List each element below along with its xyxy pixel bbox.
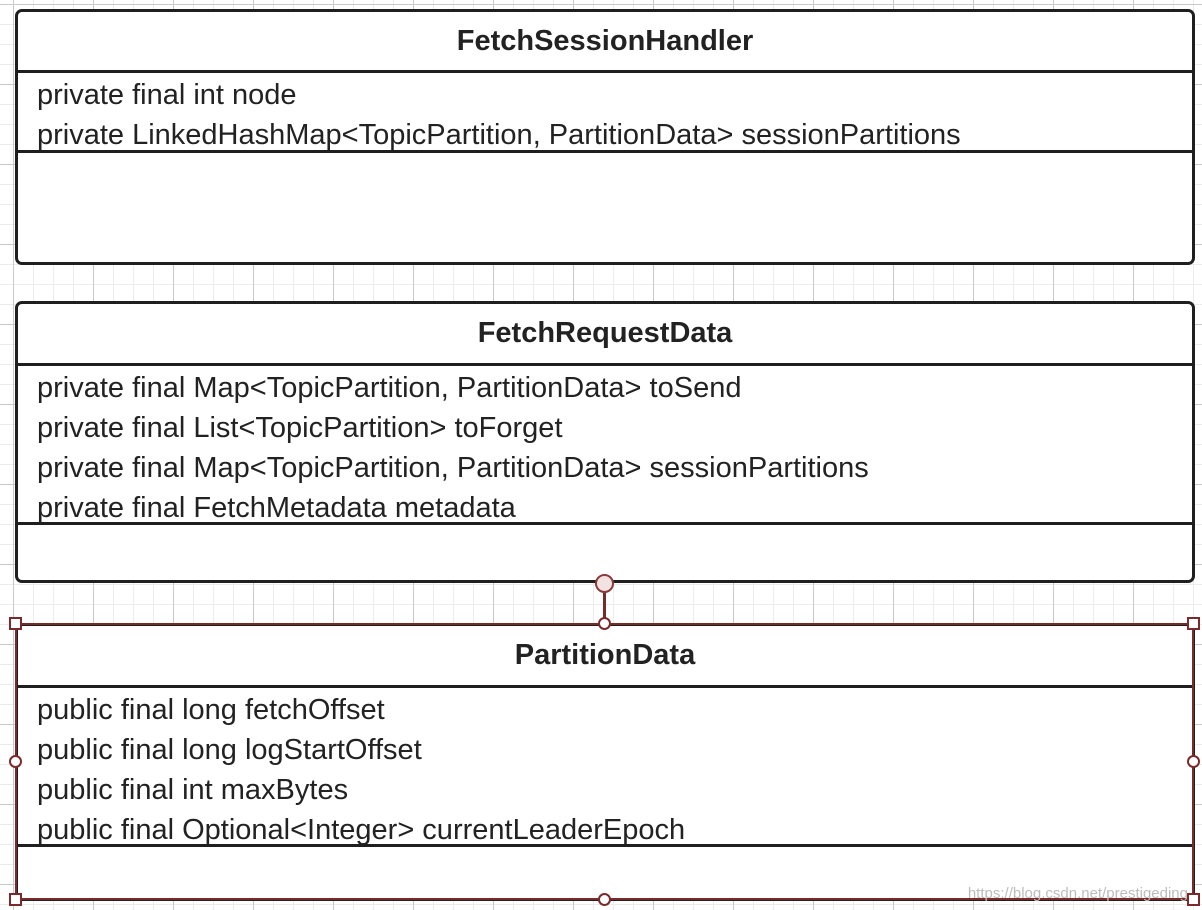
resize-handle-bottom-left[interactable]	[9, 893, 22, 906]
resize-handle-top[interactable]	[598, 617, 611, 630]
attribute: public final long fetchOffset	[37, 694, 385, 726]
attribute: private final Map<TopicPartition, Partit…	[37, 372, 742, 404]
attribute-compartment: private final int node private LinkedHas…	[18, 73, 1192, 153]
class-title: PartitionData	[18, 626, 1192, 688]
connector-anchor-handle[interactable]	[595, 574, 614, 593]
resize-handle-top-left[interactable]	[9, 617, 22, 630]
resize-handle-left[interactable]	[9, 755, 22, 768]
attribute: public final int maxBytes	[37, 774, 349, 806]
class-partition-data[interactable]: PartitionData public final long fetchOff…	[15, 623, 1195, 901]
class-fetch-session-handler[interactable]: FetchSessionHandler private final int no…	[15, 9, 1195, 265]
attribute: private final int node	[37, 79, 297, 111]
attribute-compartment: public final long fetchOffset public fin…	[18, 688, 1192, 847]
attribute: private LinkedHashMap<TopicPartition, Pa…	[37, 119, 961, 151]
attribute: private final Map<TopicPartition, Partit…	[37, 452, 869, 484]
class-title: FetchRequestData	[18, 304, 1192, 366]
attribute: private final List<TopicPartition> toFor…	[37, 412, 563, 444]
resize-handle-top-right[interactable]	[1187, 617, 1200, 630]
attribute: public final Optional<Integer> currentLe…	[37, 814, 686, 846]
attribute: private final FetchMetadata metadata	[37, 492, 516, 524]
attribute: public final long logStartOffset	[37, 734, 422, 766]
resize-handle-bottom[interactable]	[598, 893, 611, 906]
resize-handle-right[interactable]	[1187, 755, 1200, 768]
class-title: FetchSessionHandler	[18, 12, 1192, 73]
watermark: https://blog.csdn.net/prestigeding	[967, 885, 1188, 902]
association-connector[interactable]	[603, 588, 606, 622]
resize-handle-bottom-right[interactable]	[1187, 893, 1200, 906]
attribute-compartment: private final Map<TopicPartition, Partit…	[18, 366, 1192, 525]
class-fetch-request-data[interactable]: FetchRequestData private final Map<Topic…	[15, 301, 1195, 583]
